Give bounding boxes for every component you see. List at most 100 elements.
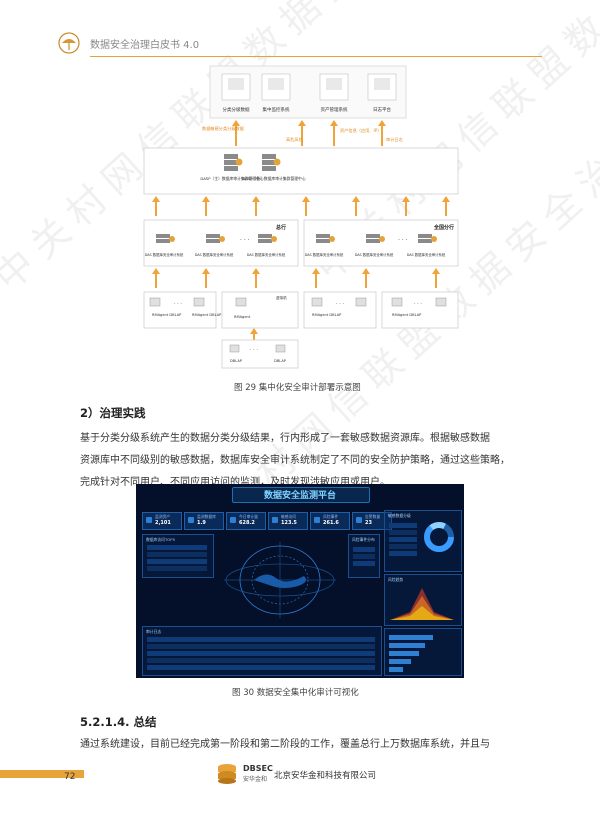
- dblap-frame: [221, 339, 299, 369]
- server-node-dasp-main: [224, 154, 243, 171]
- paragraph-line: 基于分类分级系统产生的数据分类分级结果，行内形成了一套敏感数据资源库。根据敏感数…: [80, 433, 490, 444]
- agent-frame: [381, 291, 459, 329]
- das-unit-1: [156, 234, 175, 243]
- system-node-monitor: [261, 73, 291, 101]
- das-unit-6: [418, 234, 437, 243]
- ellipsis: · · ·: [250, 347, 258, 353]
- subheading: 2）治理实践: [80, 406, 146, 420]
- system-node-log: [367, 73, 397, 101]
- arrowhead: [298, 120, 306, 126]
- up-arrows-row2: [152, 196, 450, 216]
- flow-label: 审计日志: [386, 136, 403, 143]
- ellipsis: · · ·: [174, 301, 182, 307]
- das-label: DAS 数据库安全审计系统: [195, 252, 234, 257]
- arrowhead: [232, 120, 240, 126]
- footer-brand-cn: 安华金和: [243, 776, 268, 783]
- system-node-classification: [221, 73, 251, 101]
- footer-company: 北京安华金和科技有限公司: [274, 771, 377, 781]
- left-top-panel: 数据库访问TOP5: [142, 534, 214, 578]
- footer-accent-bar: [0, 770, 84, 778]
- globe-visualization: [224, 542, 336, 618]
- kpi-icon: [188, 517, 194, 523]
- dblap-label: DBLAP: [274, 359, 287, 363]
- pc-icon: [355, 297, 367, 307]
- ellipsis: · · ·: [398, 237, 408, 244]
- paragraph-line: 完成针对不同用户、不同应用访问的监测，及时发现涉敏应用或用户。: [80, 477, 390, 488]
- agent-label: RMAgent: [234, 315, 251, 319]
- agent-label: RMAgent DBLAP: [312, 313, 342, 317]
- paragraph-line: 资源库中不同级别的敏感数据，数据库安全审计系统制定了不同的安全防护策略，通过这些…: [80, 455, 510, 466]
- das-unit-4: [316, 234, 335, 243]
- flow-label: 资产信息（应用、IP）: [340, 127, 381, 134]
- kpi-icon: [146, 517, 152, 523]
- das-unit-5: [366, 234, 385, 243]
- flow-label: 高危风险: [286, 136, 304, 143]
- up-arrows-row3: [152, 268, 440, 288]
- pc-icon: [149, 297, 161, 307]
- agent-frame: [303, 291, 377, 329]
- pc-icon: [435, 297, 447, 307]
- branch-label: 全国分行: [433, 224, 454, 231]
- server-label: DASP（备）数据库审计集群管理中心: [242, 176, 306, 181]
- ellipsis: · · ·: [240, 237, 250, 244]
- das-unit-3: [258, 234, 277, 243]
- alliance-logo-icon: [58, 32, 80, 54]
- pc-icon: [311, 297, 323, 307]
- deployment-diagram: 分类分级数据 集中监控系统 资产管理系统 日志平台 数据敏感分类分级数据 高危风…: [143, 65, 459, 369]
- arrowhead: [250, 328, 258, 334]
- kpi-icon: [272, 517, 278, 523]
- header-rule: [90, 56, 542, 57]
- agent-label: RMAgent DBLAP: [392, 313, 422, 317]
- das-label: DAS 数据库安全审计系统: [305, 252, 344, 257]
- pc-icon: [275, 344, 286, 353]
- kpi-icon: [356, 517, 362, 523]
- ellipsis: · · ·: [336, 301, 344, 307]
- pc-icon: [235, 297, 247, 307]
- pc-icon: [193, 297, 205, 307]
- dashboard-title-frame: [232, 487, 370, 503]
- kpi-icon: [314, 517, 320, 523]
- management-frame: [143, 147, 459, 195]
- system-label: 集中监控系统: [263, 106, 290, 113]
- dblap-label: DBLAP: [230, 359, 243, 363]
- right-bar-panel: [384, 628, 462, 676]
- donut-chart-icon: [424, 522, 454, 552]
- system-label: 资产管理系统: [321, 106, 348, 113]
- arrowhead: [378, 120, 386, 126]
- hq-label: 总行: [276, 224, 286, 231]
- arrowhead: [330, 120, 338, 126]
- pc-icon: [391, 297, 403, 307]
- pc-icon: [229, 344, 240, 353]
- das-unit-2: [206, 234, 225, 243]
- page-number: 72: [64, 772, 76, 782]
- audit-log-table: 审计日志: [142, 626, 382, 676]
- ellipsis: · · ·: [414, 301, 422, 307]
- das-label: DAS 数据库安全审计系统: [407, 252, 446, 257]
- footer-brand-en: DBSEC: [243, 764, 273, 773]
- agent-frame: [221, 291, 299, 329]
- system-label: 日志平台: [373, 106, 391, 113]
- middle-right-panel: 风险事件分布: [348, 534, 380, 578]
- section-heading: 5.2.1.4. 总结: [80, 715, 157, 729]
- system-node-asset: [319, 73, 349, 101]
- agent-frame: [143, 291, 217, 329]
- server-node-dasp-backup: [262, 154, 281, 171]
- server-label: DASP（主）数据库审计集群管理中心: [200, 176, 264, 181]
- agent-label: RMAgent DBLAP: [152, 313, 182, 317]
- das-label: DAS 数据库安全审计系统: [145, 252, 184, 257]
- figure-caption: 图 29 集中化安全审计部署示意图: [234, 383, 361, 393]
- dashboard-title: 数据安全监测平台: [263, 491, 336, 501]
- trend-area-chart: [390, 588, 454, 620]
- header-title: 数据安全治理白皮书 4.0: [90, 40, 200, 51]
- das-label: DAS 数据库安全审计系统: [247, 252, 286, 257]
- system-label: 分类分级数据: [223, 106, 250, 113]
- das-label: DAS 数据库安全审计系统: [355, 252, 394, 257]
